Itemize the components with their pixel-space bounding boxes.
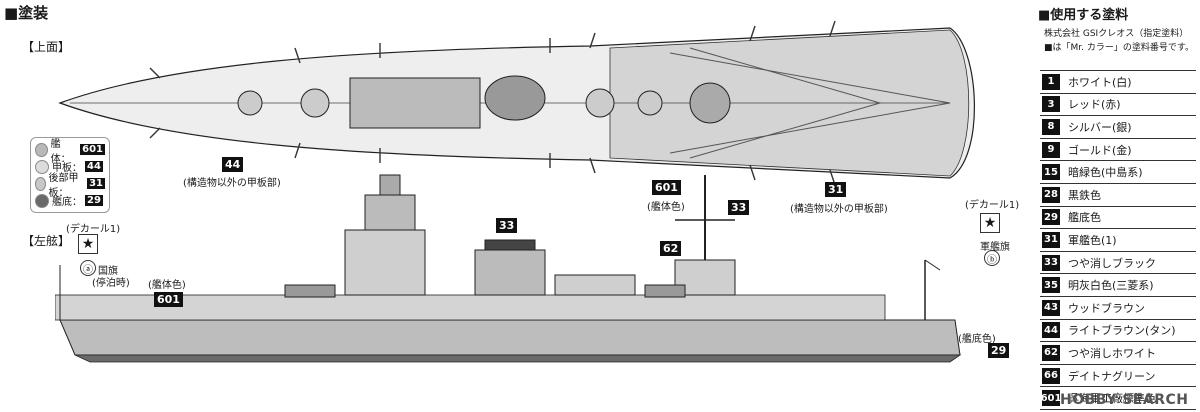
deck-code-tag: 44 [222,157,244,172]
national-flag-note: (停泊時) [92,278,130,289]
side-view-label: 【左舷】 [22,234,71,248]
legend-swatch [35,159,49,174]
legend-swatch [35,176,46,191]
legend-row-deck: 甲板：44 [35,158,105,175]
legend-row-bottom: 艦底：29 [35,192,105,209]
marker-b: ⓑ [984,250,1000,266]
hull-code-tag: 601 [652,180,681,195]
number-line: ■は「Mr. カラー」の塗料番号です。 [1044,43,1194,53]
rear-deck-code-tag: 31 [825,182,847,197]
legend-row-rear-deck: 後部甲板：31 [35,173,105,199]
side-hull-code-tag: 601 [154,292,183,307]
rear-deck-note: (構造物以外の甲板部) [790,204,888,215]
top-view-label: 【上面】 [22,40,71,54]
star-icon: ★ [78,234,98,254]
ship-top-view-drawing [58,20,975,186]
marker-a: ⓐ [80,260,96,276]
legend-swatch [35,142,48,157]
maker-line: 株式会社 GSIクレオス（指定塗料） [1044,29,1189,39]
star-icon: ★ [980,213,1000,233]
paint-panel-title: ■使用する塗料 [1038,8,1129,23]
bottom-note: (艦底色) [958,334,996,345]
decal1-right-note: (デカール1) [965,200,1020,211]
paint-panel: ■使用する塗料 株式会社 GSIクレオス（指定塗料） ■は「Mr. カラー」の塗… [1032,0,1200,412]
legend-swatch [35,193,49,208]
bottom-code-tag: 29 [988,343,1010,358]
mast-code-tag: 33 [728,200,750,215]
national-flag-label: 国旗 [98,266,118,277]
legend-row-hull: 艦体：601 [35,139,105,165]
hull-note: (艦体色) [647,202,685,213]
bridge-code-tag: 33 [496,218,518,233]
ship-side-view-drawing [55,174,962,363]
decal1-left-note: (デカール1) [66,224,121,235]
color-legend: 艦体：601 甲板：44 後部甲板：31 艦底：29 [30,137,110,213]
section-title: ■塗装 [4,4,49,22]
naval-flag-label: 軍艦旗 [980,242,1010,253]
deck-note: (構造物以外の甲板部) [183,178,281,189]
side-hull-note: (艦体色) [148,280,186,291]
mast-white-code-tag: 62 [660,241,682,256]
watermark: HOBBY SEARCH [1060,392,1189,408]
